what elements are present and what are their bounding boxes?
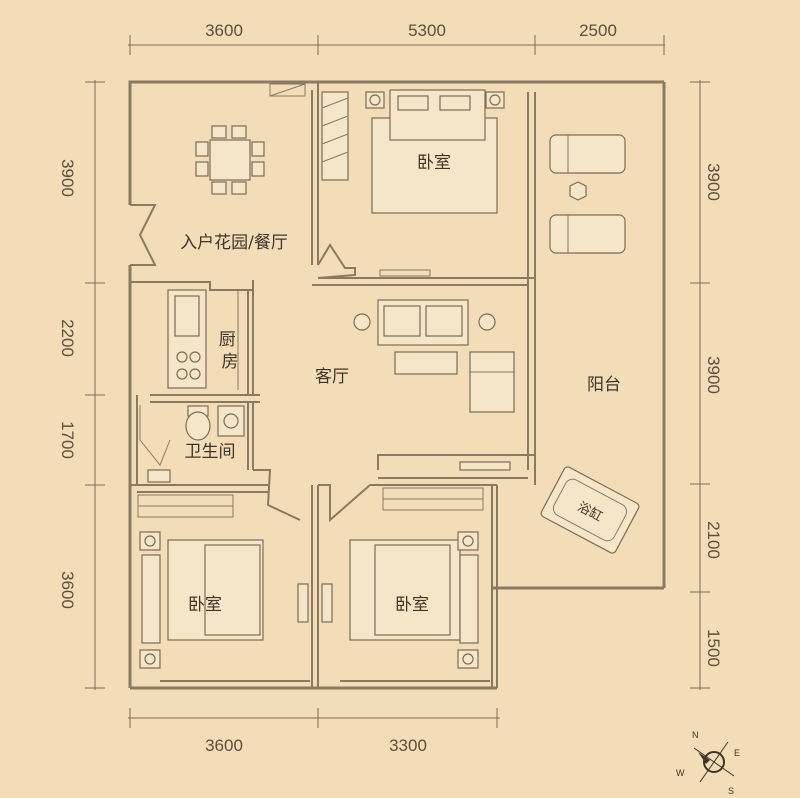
dim-right-3: 2100 [704,521,723,559]
dim-right-2: 3900 [704,356,723,394]
label-garden-dining: 入户花园/餐厅 [180,233,288,253]
dim-left-3: 1700 [58,421,77,459]
dim-top-3: 2500 [579,21,617,40]
label-right-bedroom: 卧室 [395,595,429,615]
dim-left-1: 3900 [58,159,77,197]
bathtub [540,466,640,554]
compass-w: W [676,768,685,778]
left-bedroom-furniture [139,531,309,669]
compass-icon: N E S W [676,730,740,796]
balcony-loungers [549,134,626,254]
label-living-room: 客厅 [315,367,349,387]
dimension-left: 3900 2200 1700 3600 [58,80,105,690]
dim-bottom-1: 3600 [205,736,243,755]
bathroom-fixtures [139,405,245,483]
windows [137,83,484,518]
room-labels: 入户花园/餐厅 卧室 厨 房 客厅 卫生间 阳台 浴缸 卧室 卧室 [180,153,621,615]
dim-top-1: 3600 [205,21,243,40]
label-bathroom: 卫生间 [185,442,236,462]
dimension-right: 3900 3900 2100 1500 [690,80,723,690]
living-furniture [353,299,515,471]
walls [128,80,666,690]
dim-left-4: 3600 [58,571,77,609]
dim-right-1: 3900 [704,163,723,201]
dimension-bottom: 3600 3300 [128,708,500,755]
master-bed [321,89,505,214]
compass-e: E [734,748,740,758]
dimension-top: 3600 5300 2500 [128,21,665,55]
dim-right-4: 1500 [704,629,723,667]
kitchen-counter [167,289,239,390]
label-kitchen: 厨 房 [219,330,241,372]
label-balcony: 阳台 [587,375,621,395]
dim-left-2: 2200 [58,319,77,357]
dining-table [195,125,265,195]
label-master-bedroom: 卧室 [417,153,451,173]
compass-n: N [692,730,699,740]
right-bedroom-furniture [321,531,479,669]
dim-bottom-2: 3300 [389,736,427,755]
dim-top-2: 5300 [408,21,446,40]
label-left-bedroom: 卧室 [188,595,222,615]
compass-s: S [728,786,734,796]
